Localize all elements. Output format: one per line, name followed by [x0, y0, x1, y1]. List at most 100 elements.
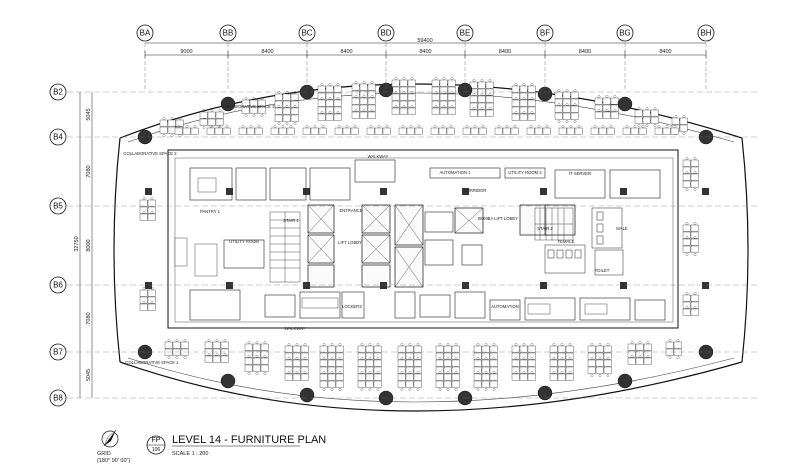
- workstation-chair: [368, 343, 372, 346]
- workstation-chair: [522, 111, 526, 114]
- sheet-number: 106: [152, 447, 161, 453]
- workstation-chair: [402, 105, 406, 108]
- workstation-chair: [537, 125, 541, 128]
- workstation-chair: [252, 114, 256, 117]
- workstation-chair: [263, 372, 267, 375]
- workstation-desk: [565, 352, 574, 360]
- workstation-chair: [641, 125, 645, 128]
- workstation-desk: [382, 127, 391, 135]
- workstation-chair: [410, 91, 414, 94]
- workstation-chair: [442, 91, 446, 94]
- workstation-desk: [147, 206, 156, 214]
- workstation-chair: [142, 287, 146, 290]
- workstation-chair: [484, 357, 488, 360]
- workstation-desk: [274, 93, 283, 101]
- workstation-desk: [215, 111, 224, 119]
- workstation-chair: [565, 103, 569, 106]
- workstation-desk: [413, 373, 422, 381]
- col-bubble-label: BE: [460, 29, 471, 38]
- workstation-desk: [554, 91, 563, 99]
- workstation-desk: [246, 127, 255, 135]
- workstation-chair: [142, 301, 146, 304]
- col-spacing-label: 8400: [261, 49, 273, 55]
- workstation-chair: [638, 355, 642, 358]
- workstation-chair: [376, 371, 380, 374]
- workstation-desk: [252, 357, 261, 365]
- workstation-chair: [247, 355, 251, 358]
- workstation-chair: [473, 125, 477, 128]
- workstation-chair: [488, 107, 492, 110]
- title-block: FP 106 LEVEL 14 - FURNITURE PLAN SCALE 1…: [146, 434, 326, 457]
- workstation-desk: [252, 364, 261, 372]
- workstation-chair: [217, 125, 221, 128]
- workstation-desk: [366, 127, 375, 135]
- workstation-desk: [212, 341, 221, 349]
- workstation-chair: [401, 125, 405, 128]
- workstation-chair: [530, 97, 534, 100]
- workstation-desk: [473, 366, 482, 374]
- workstation-desk: [565, 366, 574, 374]
- workstation-desk: [502, 127, 511, 135]
- workstation-chair: [682, 132, 686, 135]
- workstation-chair: [345, 125, 349, 128]
- workstation-desk: [489, 359, 498, 367]
- workstation-chair: [682, 115, 686, 118]
- workstation-desk: [570, 105, 579, 113]
- workstation-chair: [441, 125, 445, 128]
- workstation-desk: [139, 289, 148, 297]
- workstation-chair: [260, 114, 264, 117]
- workstation-desk: [511, 352, 520, 360]
- workstation-desk: [447, 86, 456, 94]
- workstation-chair: [450, 77, 454, 80]
- workstation-desk: [399, 93, 408, 101]
- workstation-chair: [303, 343, 307, 346]
- workstation-desk: [147, 199, 156, 207]
- workstation-desk: [527, 373, 536, 381]
- workstation-chair: [653, 107, 657, 110]
- workstation-desk: [438, 127, 447, 135]
- sheet-code: FP: [152, 437, 161, 444]
- workstation-desk: [595, 352, 604, 360]
- workstation-desk: [485, 88, 494, 96]
- workstation-desk: [595, 366, 604, 374]
- workstation-chair: [287, 343, 291, 346]
- workstation-chair: [416, 343, 420, 346]
- workstation-desk: [282, 100, 291, 108]
- workstation-desk: [365, 380, 374, 388]
- workstation-chair: [637, 107, 641, 110]
- workstation-chair: [476, 357, 480, 360]
- workstation-desk: [413, 352, 422, 360]
- workstation-desk: [139, 206, 148, 214]
- workstation-desk: [565, 345, 574, 353]
- room-female: FEMALE: [558, 239, 575, 244]
- workstation-desk: [690, 180, 699, 188]
- workstation-desk: [220, 348, 229, 356]
- workstation-chair: [568, 357, 572, 360]
- workstation-desk: [443, 359, 452, 367]
- workstation-desk: [407, 107, 416, 115]
- workstation-chair: [338, 357, 342, 360]
- workstation-chair: [368, 357, 372, 360]
- workstation-desk: [443, 345, 452, 353]
- workstation-desk: [407, 100, 416, 108]
- workstation-chair: [193, 125, 197, 128]
- workstation-desk: [673, 341, 682, 349]
- workstation-desk: [199, 118, 208, 126]
- workstation-chair: [522, 357, 526, 360]
- workstation-desk: [286, 127, 295, 135]
- workstation-chair: [446, 343, 450, 346]
- workstation-desk: [489, 345, 498, 353]
- workstation-desk: [481, 366, 490, 374]
- workstation-desk: [511, 373, 520, 381]
- workstation-desk: [565, 359, 574, 367]
- workstation-chair: [360, 357, 364, 360]
- north-note: (180° 90' 00"): [97, 458, 131, 464]
- workstation-desk: [643, 343, 652, 351]
- workstation-desk: [439, 86, 448, 94]
- workstation-desk: [172, 341, 181, 349]
- workstation-desk: [333, 113, 342, 121]
- workstation-chair: [293, 105, 297, 108]
- workstation-desk: [367, 104, 376, 112]
- workstation-desk: [257, 106, 266, 114]
